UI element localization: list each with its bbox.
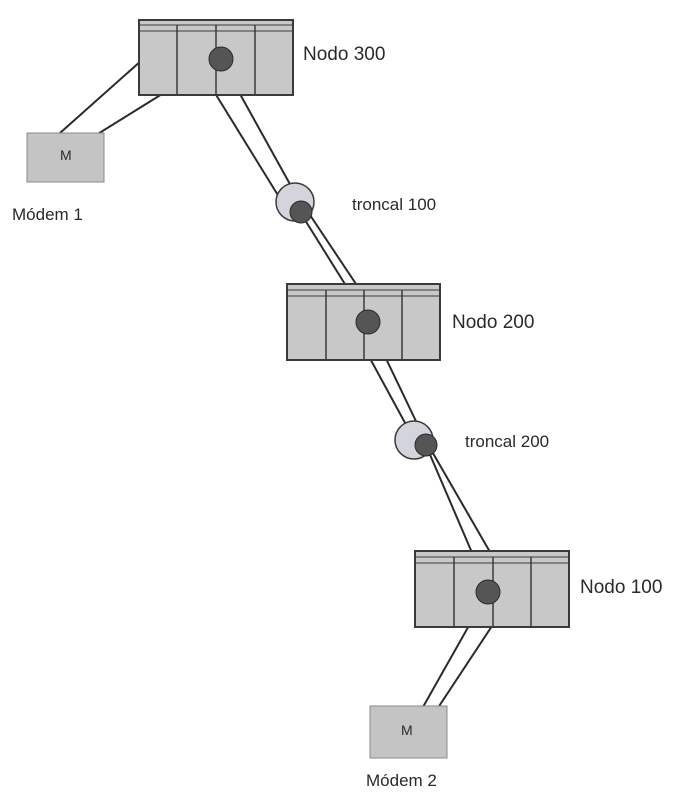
node-300: Nodo 300 [138,19,385,96]
node-200-label: Nodo 200 [452,312,534,333]
node-100-port [475,579,501,605]
modem-2: M Módem 2 [366,705,448,790]
trunk-100: troncal 100 [275,182,436,224]
modem-1-glyph: M [60,147,72,163]
node-200-port [355,309,381,335]
modem-1-label: Módem 1 [12,205,83,224]
link-node300-trunk100-b [209,84,285,206]
node-200: Nodo 200 [286,283,534,361]
node-100-label: Nodo 100 [580,577,662,598]
node-100-box [414,550,570,628]
connection-lines [59,57,493,736]
modem-1-box [26,132,105,183]
trunk-200-label: troncal 200 [465,432,549,451]
node-100: Nodo 100 [414,550,662,628]
link-modem1-node300-a [59,59,143,134]
trunk-100-port [289,200,313,224]
trunk-100-label: troncal 100 [352,195,436,214]
link-trunk200-node100-b [429,447,491,553]
node-300-port [208,46,234,72]
node-300-label: Nodo 300 [303,44,385,65]
link-trunk100-node200-b [303,205,361,291]
trunk-200-port [414,433,438,457]
modem-2-box [369,705,448,759]
modem-2-label: Módem 2 [366,771,437,790]
trunk-200: troncal 200 [394,420,549,460]
modem-2-glyph: M [401,722,413,738]
modem-1: M Módem 1 [12,132,105,224]
